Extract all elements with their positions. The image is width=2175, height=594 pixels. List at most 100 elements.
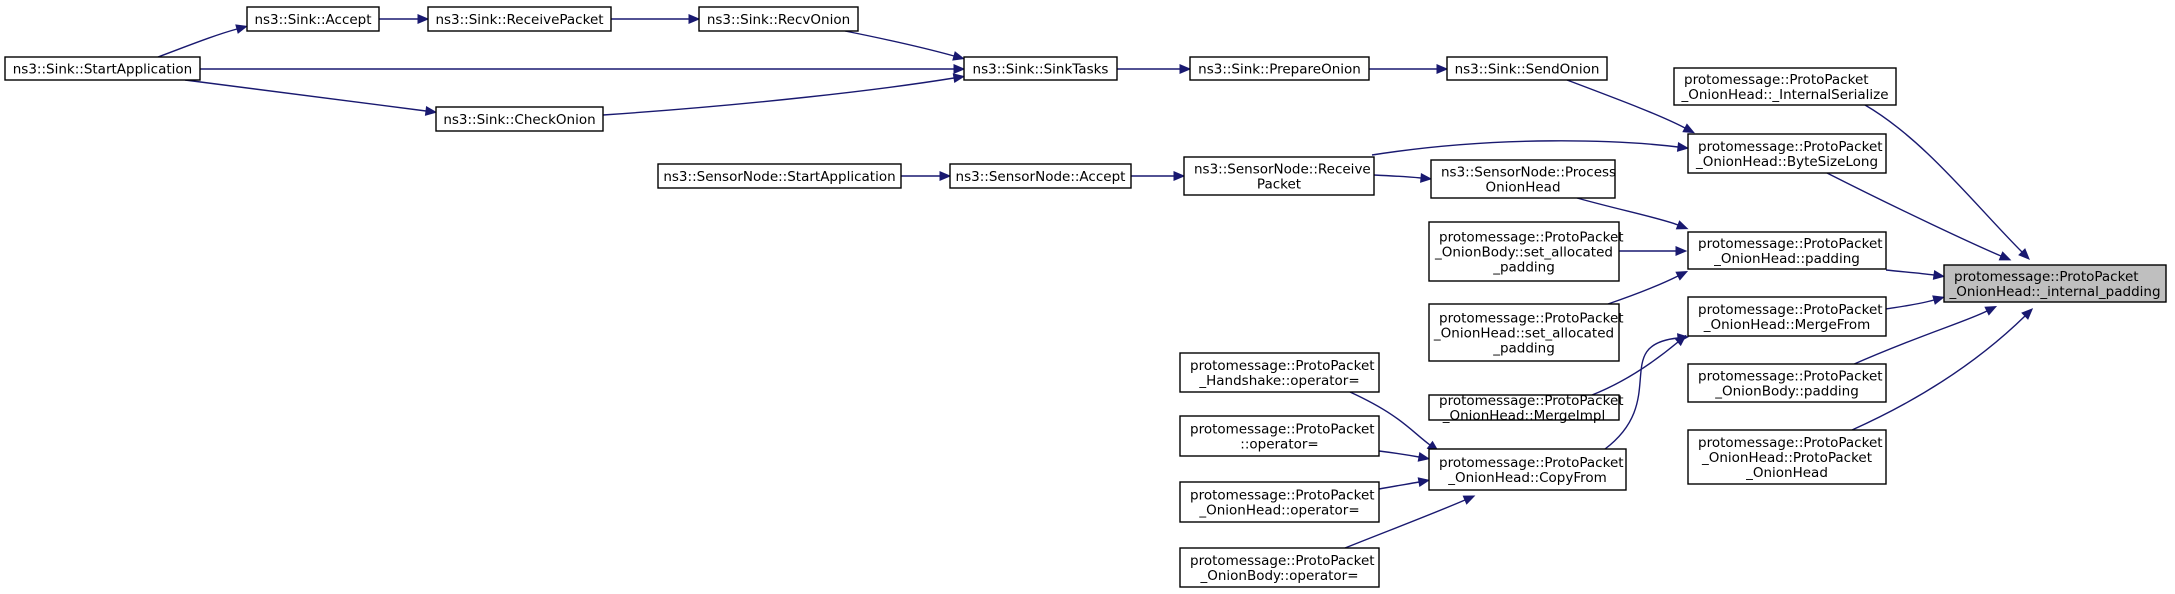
node-head_op[interactable]: protomessage::ProtoPacket_OnionHead::ope… xyxy=(1179,481,1380,523)
edge-accept_sink-to-receivepacket_sink xyxy=(378,14,430,24)
node-label-line: OnionHead xyxy=(1485,180,1560,196)
node-box xyxy=(1189,56,1370,81)
node-accept_sink[interactable]: ns3::Sink::Accept xyxy=(246,6,380,32)
node-label-line: _OnionBody::operator= xyxy=(1199,568,1358,584)
node-label-line: protomessage::ProtoPacket xyxy=(1439,455,1624,471)
arrowhead-icon xyxy=(2018,248,2030,260)
node-box xyxy=(1183,156,1375,196)
arrowhead-icon xyxy=(1417,477,1431,487)
node-box xyxy=(1446,56,1608,81)
node-label-line: Packet xyxy=(1257,177,1301,193)
arrowhead-icon xyxy=(1932,295,1945,305)
node-startapp_sn[interactable]: ns3::SensorNode::StartApplication xyxy=(657,163,902,189)
node-label-line: _OnionHead::CopyFrom xyxy=(1447,470,1607,486)
node-box xyxy=(1179,481,1380,523)
edge-startapp_sn-to-accept_sn xyxy=(900,171,952,181)
edge-line xyxy=(1826,172,2002,257)
node-body_setalloc[interactable]: protomessage::ProtoPacket_OnionBody::set… xyxy=(1428,221,1624,282)
node-box xyxy=(1687,231,1887,270)
node-receivepacket_sn[interactable]: ns3::SensorNode::ReceivePacket xyxy=(1183,156,1375,196)
arrowhead-icon xyxy=(235,24,248,34)
node-copyfrom[interactable]: protomessage::ProtoPacket_OnionHead::Cop… xyxy=(1428,448,1627,491)
node-receivepacket_sink[interactable]: ns3::Sink::ReceivePacket xyxy=(427,6,612,32)
edge-ctor-to-focus xyxy=(1851,308,2034,431)
arrowhead-icon xyxy=(688,14,701,24)
edge-line xyxy=(1851,315,2026,431)
node-bodypadding[interactable]: protomessage::ProtoPacket_OnionBody::pad… xyxy=(1687,363,1887,403)
node-bytesizelong[interactable]: protomessage::ProtoPacket_OnionHead::Byt… xyxy=(1687,133,1887,174)
node-body_op[interactable]: protomessage::ProtoPacket_OnionBody::ope… xyxy=(1179,547,1380,588)
node-packet_op[interactable]: protomessage::ProtoPacket::operator= xyxy=(1179,415,1380,457)
arrowhead-icon xyxy=(1417,452,1431,462)
arrowhead-icon xyxy=(1179,64,1192,74)
edge-sendonion-to-bytesizelong xyxy=(1566,79,1696,134)
node-label-line: protomessage::ProtoPacket xyxy=(1684,72,1869,88)
node-startapp_sink[interactable]: ns3::Sink::StartApplication xyxy=(4,56,201,81)
node-head_setalloc[interactable]: protomessage::ProtoPacket_OnionHead::set… xyxy=(1428,303,1624,362)
node-label-line: protomessage::ProtoPacket xyxy=(1190,422,1375,438)
node-box xyxy=(1179,547,1380,588)
node-box xyxy=(1428,303,1620,362)
node-ctor[interactable]: protomessage::ProtoPacket_OnionHead::Pro… xyxy=(1687,429,1887,485)
node-label-line: ::operator= xyxy=(1240,437,1318,453)
node-box xyxy=(698,6,859,32)
node-recvonion[interactable]: ns3::Sink::RecvOnion xyxy=(698,6,859,32)
node-label-line: ns3::Sink::Accept xyxy=(254,12,371,28)
node-label-line: ns3::Sink::StartApplication xyxy=(13,62,192,78)
node-box xyxy=(1943,264,2167,303)
edge-startapp_sink-to-accept_sink xyxy=(157,24,248,58)
node-label-line: ns3::Sink::PrepareOnion xyxy=(1198,62,1361,78)
edge-head_setalloc-to-padding xyxy=(1607,270,1689,305)
node-sendonion[interactable]: ns3::Sink::SendOnion xyxy=(1446,56,1608,81)
node-label-line: ns3::Sink::RecvOnion xyxy=(707,12,850,28)
node-label-line: protomessage::ProtoPacket xyxy=(1439,311,1624,327)
edge-processonionhead-to-padding xyxy=(1576,197,1689,230)
edge-line xyxy=(1373,174,1422,179)
arrowhead-icon xyxy=(939,171,952,181)
node-internalserialize[interactable]: protomessage::ProtoPacket_OnionHead::_In… xyxy=(1673,67,1897,106)
node-label-line: _OnionHead::MergeImpl xyxy=(1442,408,1606,424)
node-label-line: ns3::Sink::CheckOnion xyxy=(443,112,595,128)
arrowhead-icon xyxy=(1675,220,1689,230)
node-box xyxy=(949,163,1132,189)
edge-line xyxy=(1378,481,1420,490)
node-checkonion[interactable]: ns3::Sink::CheckOnion xyxy=(435,106,604,132)
node-label-line: _OnionHead::ProtoPacket xyxy=(1701,450,1872,466)
node-label-line: protomessage::ProtoPacket xyxy=(1439,393,1624,409)
edge-line xyxy=(1349,391,1431,446)
node-box xyxy=(1430,159,1616,199)
arrowhead-icon xyxy=(1676,333,1690,343)
arrowhead-icon xyxy=(1676,142,1690,152)
node-mergeimpl[interactable]: protomessage::ProtoPacket_OnionHead::Mer… xyxy=(1428,393,1624,424)
arrowhead-icon xyxy=(1675,270,1689,281)
edge-line xyxy=(1607,275,1679,305)
arrowhead-icon xyxy=(1932,270,1946,280)
node-label-line: ns3::Sink::SendOnion xyxy=(1455,62,1600,78)
edge-line xyxy=(1604,337,1679,450)
edge-body_setalloc-to-padding xyxy=(1619,246,1688,256)
node-box xyxy=(435,106,604,132)
node-mergefrom[interactable]: protomessage::ProtoPacket_OnionHead::Mer… xyxy=(1687,296,1887,337)
node-label-line: protomessage::ProtoPacket xyxy=(1190,358,1375,374)
arrowhead-icon xyxy=(1998,251,2012,261)
node-prepareonion[interactable]: ns3::Sink::PrepareOnion xyxy=(1189,56,1370,81)
arrowhead-icon xyxy=(1462,495,1476,505)
node-padding[interactable]: protomessage::ProtoPacket_OnionHead::pad… xyxy=(1687,231,1887,270)
edge-bodypadding-to-focus xyxy=(1851,305,1998,366)
edge-line xyxy=(1378,450,1420,458)
node-handshake_op[interactable]: protomessage::ProtoPacket_Handshake::ope… xyxy=(1179,352,1380,393)
node-label-line: protomessage::ProtoPacket xyxy=(1698,139,1883,155)
edge-line xyxy=(1885,269,1935,276)
edge-startapp_sink-to-sinktasks xyxy=(200,64,966,74)
node-focus[interactable]: protomessage::ProtoPacket_OnionHead::_in… xyxy=(1943,264,2167,303)
node-accept_sn[interactable]: ns3::SensorNode::Accept xyxy=(949,163,1132,189)
node-label-line: _OnionHead::_internal_padding xyxy=(1948,284,2160,300)
arrowhead-icon xyxy=(953,64,966,74)
node-sinktasks[interactable]: ns3::Sink::SinkTasks xyxy=(963,56,1118,81)
edge-line xyxy=(1851,310,1988,366)
edge-body_op-to-copyfrom xyxy=(1344,495,1476,549)
node-box xyxy=(1687,363,1887,403)
node-label-line: _OnionHead::operator= xyxy=(1198,503,1359,519)
node-box xyxy=(1428,448,1627,491)
